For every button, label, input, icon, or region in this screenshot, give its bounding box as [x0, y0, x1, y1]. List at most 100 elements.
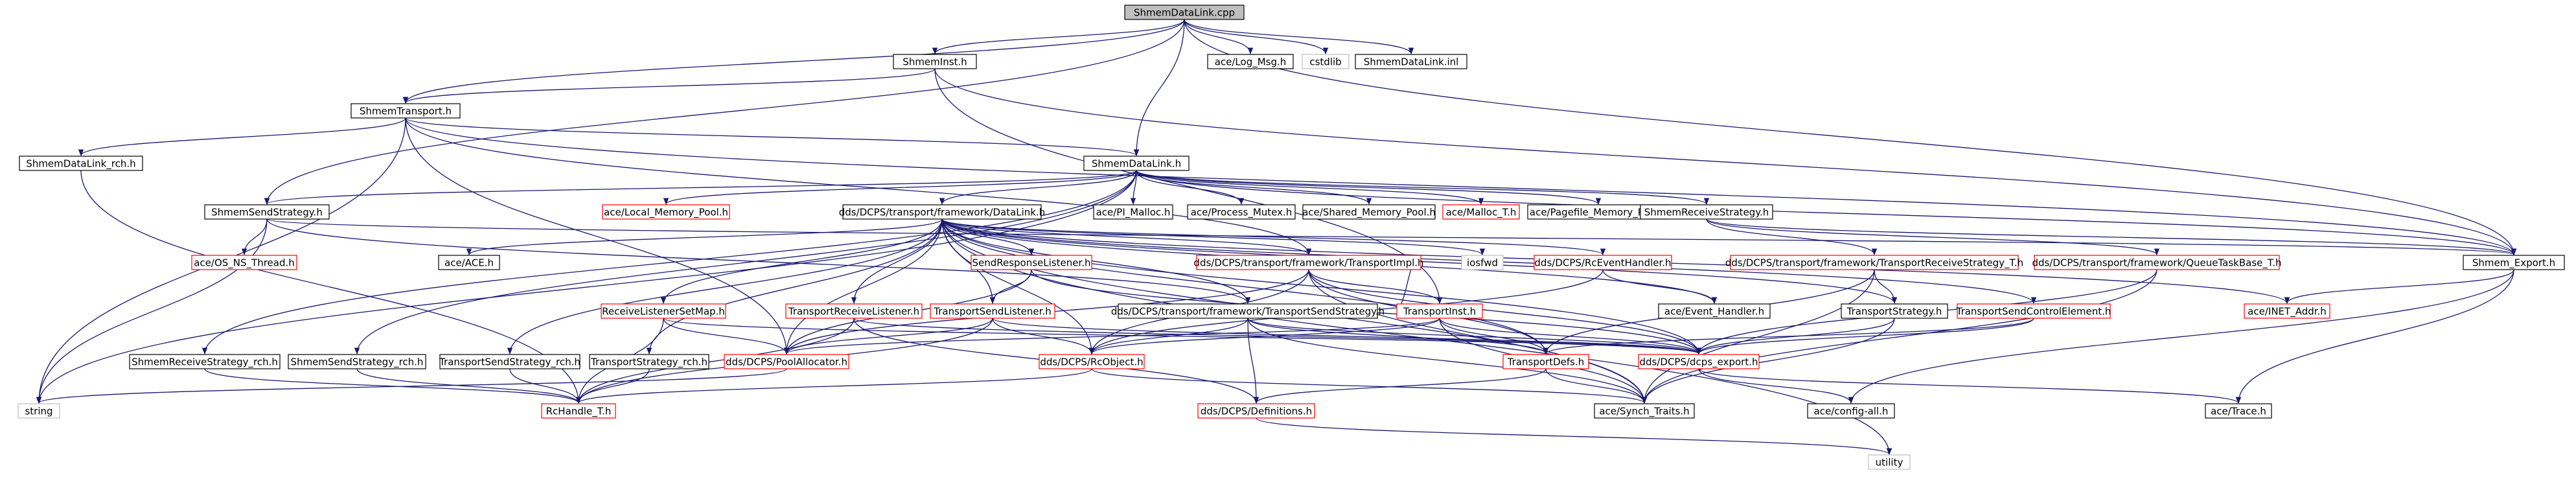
edge-DataLink_fw-to-TransportStrategy_rch: [646, 218, 943, 355]
node-RcHandle_T[interactable]: RcHandle_T.h: [541, 403, 616, 419]
node-RcObject[interactable]: dds/DCPS/RcObject.h: [1039, 354, 1145, 369]
edge-DataLink_fw-to-TransportDefs: [941, 218, 1549, 355]
node-Malloc_T[interactable]: ace/Malloc_T.h: [1442, 204, 1520, 220]
node-ShmemSendStrategy_rch[interactable]: ShmemSendStrategy_rch.h: [288, 354, 426, 369]
node-Log_Msg[interactable]: ace/Log_Msg.h: [1207, 54, 1294, 69]
edge-ShmemReceiveStrategy_h-to-TransportReceiveStrategy_T: [1706, 218, 1878, 256]
node-label-QueueTaskBase_T: dds/DCPS/transport/framework/QueueTaskBa…: [2032, 257, 2281, 270]
edge-Shmem_Export-to-INET_Addr: [2284, 269, 2514, 305]
node-TransportReceiveStrategy_T[interactable]: dds/DCPS/transport/framework/TransportRe…: [1725, 255, 2023, 270]
edge-DataLink_fw-to-ACE_h: [466, 218, 943, 256]
node-Shared_Memory_Pool[interactable]: ace/Shared_Memory_Pool.h: [1302, 204, 1436, 220]
node-PI_Malloc[interactable]: ace/PI_Malloc.h: [1093, 204, 1173, 220]
node-ReceiveListenerSetMap[interactable]: ReceiveListenerSetMap.h: [601, 303, 726, 319]
node-DataLink_fw[interactable]: dds/DCPS/transport/framework/DataLink.h: [839, 204, 1046, 220]
node-Synch_Traits[interactable]: ace/Synch_Traits.h: [1594, 403, 1695, 419]
edges-layer: [36, 19, 2517, 456]
node-Event_Handler[interactable]: ace/Event_Handler.h: [1658, 303, 1771, 319]
node-label-ACE_h: ace/ACE.h: [444, 257, 494, 269]
node-box-dcps_export: [1638, 354, 1760, 369]
node-box-INET_Addr: [2244, 303, 2330, 319]
node-string: string: [17, 403, 60, 419]
node-Shmem_Export[interactable]: Shmem_Export.h: [2463, 255, 2565, 270]
node-box-Log_Msg: [1207, 54, 1294, 69]
node-label-Trace_h: ace/Trace.h: [2211, 406, 2266, 417]
node-ShmemSendStrategy_h[interactable]: ShmemSendStrategy.h: [204, 204, 330, 220]
node-ShmemReceiveStrategy_h[interactable]: ShmemReceiveStrategy.h: [1640, 204, 1773, 220]
node-TransportDefs[interactable]: TransportDefs.h: [1502, 354, 1589, 369]
node-label-Event_Handler: ace/Event_Handler.h: [1664, 306, 1764, 318]
node-TransportInst[interactable]: TransportInst.h: [1396, 303, 1483, 319]
edge-DataLink_fw-to-RcObject: [941, 218, 1095, 355]
edge-ShmemTransport_h-to-DataLink_rch: [78, 117, 406, 157]
node-box-Malloc_T: [1442, 204, 1520, 220]
node-Local_Memory_Pool[interactable]: ace/Local_Memory_Pool.h: [602, 204, 730, 220]
node-box-ShmemSendStrategy_rch: [288, 354, 426, 369]
edge-ReceiveListenerSetMap-to-dcps_export: [663, 318, 1701, 355]
node-label-TransportSendStrategy: dds/DCPS/transport/framework/TransportSe…: [1111, 306, 1385, 318]
edge-TransportImpl-to-dcps_export: [1308, 269, 1702, 355]
edge-ShmemSendStrategy_h-to-Shmem_Export: [266, 218, 2516, 256]
node-box-Local_Memory_Pool: [602, 204, 730, 220]
node-box-iosfwd: [1461, 255, 1504, 270]
node-ACE_h[interactable]: ace/ACE.h: [438, 255, 500, 270]
node-label-RcEventHandler: dds/DCPS/RcEventHandler.h: [1534, 257, 1671, 269]
node-ShmemInst_h[interactable]: ShmemInst.h: [893, 54, 977, 69]
edge-TransportStrategy-to-Synch_Traits: [1641, 318, 1895, 404]
node-label-SendResponseListener: SendResponseListener.h: [972, 257, 1090, 269]
node-DataLink_inl[interactable]: ShmemDataLink.inl: [1355, 54, 1467, 69]
node-TransportSendStrategy_rch[interactable]: TransportSendStrategy_rch.h: [439, 354, 581, 369]
node-box-DataLink_rch: [19, 156, 143, 171]
node-Pagefile_Memory_Pool[interactable]: ace/Pagefile_Memory_Pool.h: [1527, 204, 1670, 220]
node-config_all[interactable]: ace/config-all.h: [1807, 403, 1895, 419]
node-ShmemDataLink_h[interactable]: ShmemDataLink.h: [1083, 156, 1190, 171]
node-label-config_all: ace/config-all.h: [1814, 406, 1889, 417]
node-box-RcObject: [1039, 354, 1145, 369]
edge-root-to-ShmemTransport_h: [403, 19, 1185, 104]
node-root[interactable]: ShmemDataLink.cpp: [1124, 5, 1245, 20]
node-Definitions[interactable]: dds/DCPS/Definitions.h: [1197, 403, 1315, 419]
node-box-DataLink_inl: [1355, 54, 1467, 69]
node-label-PoolAllocator: dds/DCPS/PoolAllocator.h: [726, 356, 847, 368]
edge-TransportSendStrategy_rch-to-RcHandle_T: [509, 368, 582, 404]
node-label-TransportReceiveListener: TransportReceiveListener.h: [788, 306, 919, 318]
node-TransportSendControlElement[interactable]: TransportSendControlElement.h: [1956, 303, 2111, 319]
node-INET_Addr[interactable]: ace/INET_Addr.h: [2244, 303, 2330, 319]
node-OS_NS_Thread[interactable]: ace/OS_NS_Thread.h: [191, 255, 297, 270]
node-RcEventHandler[interactable]: dds/DCPS/RcEventHandler.h: [1534, 255, 1672, 270]
node-dcps_export[interactable]: dds/DCPS/dcps_export.h: [1638, 354, 1760, 369]
node-TransportStrategy_rch[interactable]: TransportStrategy_rch.h: [589, 354, 709, 369]
node-TransportReceiveListener[interactable]: TransportReceiveListener.h: [785, 303, 923, 319]
node-label-TransportStrategy: TransportStrategy.h: [1846, 306, 1942, 318]
node-box-TransportStrategy_rch: [589, 354, 709, 369]
node-PoolAllocator[interactable]: dds/DCPS/PoolAllocator.h: [724, 354, 849, 369]
node-TransportStrategy[interactable]: TransportStrategy.h: [1841, 303, 1948, 319]
node-box-string: [17, 403, 60, 419]
node-label-Definitions: dds/DCPS/Definitions.h: [1201, 406, 1312, 417]
node-TransportSendListener[interactable]: TransportSendListener.h: [930, 303, 1055, 319]
edge-ShmemSendStrategy_rch-to-RcHandle_T: [356, 368, 582, 404]
node-box-ShmemReceiveStrategy_h: [1640, 204, 1773, 220]
node-DataLink_rch[interactable]: ShmemDataLink_rch.h: [19, 156, 143, 171]
edge-root-to-ShmemInst_h: [932, 19, 1185, 55]
edge-ShmemDataLink_h-to-ShmemReceiveStrategy_h: [1136, 170, 1709, 205]
node-box-ShmemTransport_h: [351, 103, 461, 119]
node-TransportSendStrategy[interactable]: dds/DCPS/transport/framework/TransportSe…: [1111, 303, 1385, 319]
node-SendResponseListener[interactable]: SendResponseListener.h: [971, 255, 1092, 270]
node-label-DataLink_fw: dds/DCPS/transport/framework/DataLink.h: [839, 207, 1046, 218]
edge-TransportSendStrategy-to-TransportDefs: [1247, 318, 1549, 355]
node-label-TransportInst: TransportInst.h: [1403, 306, 1476, 318]
node-box-Process_Mutex: [1187, 204, 1296, 220]
node-QueueTaskBase_T[interactable]: dds/DCPS/transport/framework/QueueTaskBa…: [2032, 255, 2282, 270]
node-box-RcHandle_T: [541, 403, 616, 419]
node-box-TransportImpl: [1196, 255, 1421, 270]
edge-TransportInst-to-RcObject: [1089, 318, 1440, 355]
node-ShmemReceiveStrategy_rch[interactable]: ShmemReceiveStrategy_rch.h: [129, 354, 281, 369]
node-Trace_h[interactable]: ace/Trace.h: [2205, 403, 2272, 419]
node-TransportImpl[interactable]: dds/DCPS/transport/framework/TransportIm…: [1193, 255, 1424, 270]
edge-Definitions-to-utility: [1256, 417, 1892, 456]
node-Process_Mutex[interactable]: ace/Process_Mutex.h: [1187, 204, 1296, 220]
node-ShmemTransport_h[interactable]: ShmemTransport.h: [351, 103, 461, 119]
node-box-Synch_Traits: [1594, 403, 1695, 419]
node-box-ShmemDataLink_h: [1083, 156, 1190, 171]
